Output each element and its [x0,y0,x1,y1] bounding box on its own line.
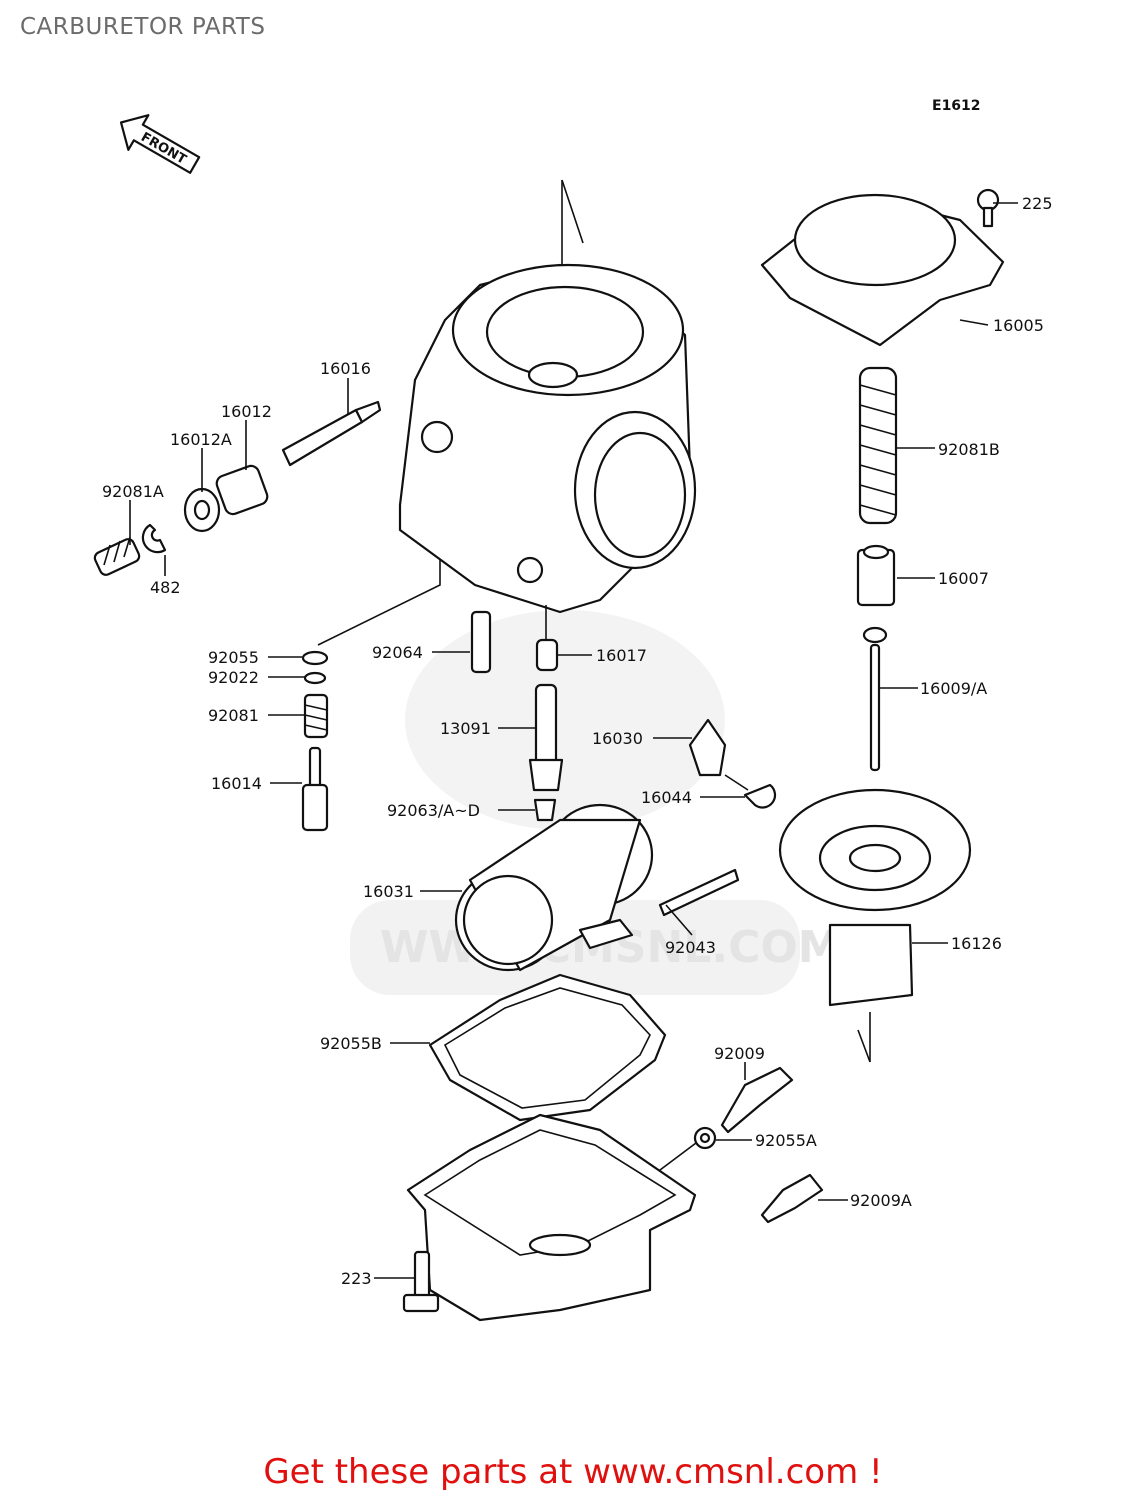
part-label-16005[interactable]: 16005 [993,316,1044,335]
page-title: CARBURETOR PARTS [20,14,266,40]
part-label-92055B[interactable]: 92055B [320,1034,382,1053]
part-label-92022[interactable]: 92022 [208,668,259,687]
top-cover [760,188,1005,347]
part-label-225[interactable]: 225 [1022,194,1053,213]
leader-lines [129,202,1018,1279]
part-label-16030[interactable]: 16030 [592,729,643,748]
front-arrow-icon: FRONT [119,114,201,174]
float-valve [688,718,777,809]
part-label-482[interactable]: 482 [150,578,181,597]
carburetor-body [398,179,697,614]
main-jet-assembly [470,605,564,822]
part-label-16044[interactable]: 16044 [641,788,692,807]
part-labels: 225 16005 16016 16012 16012A 92081A 9208… [102,194,1053,1288]
part-label-16012[interactable]: 16012 [221,402,272,421]
pilot-screw-assembly [93,400,382,576]
float-bowl-gasket [428,973,667,1122]
exploded-parts-diagram: WWW.CMSNL.COM FRONT [93,114,1053,1322]
needle-holder [856,544,896,772]
float [454,803,740,972]
part-label-92081[interactable]: 92081 [208,706,259,725]
idle-jet-assembly [301,560,441,832]
part-label-92009[interactable]: 92009 [714,1044,765,1063]
part-label-92081B[interactable]: 92081B [938,440,1000,459]
vacuum-slide [778,788,972,1063]
diagram-reference-code: E1612 [932,98,981,114]
drain-screws [402,1066,824,1313]
part-label-92081A[interactable]: 92081A [102,482,164,501]
part-label-16016[interactable]: 16016 [320,359,371,378]
part-label-92064[interactable]: 92064 [372,643,423,662]
footer-shop-link[interactable]: Get these parts at www.cmsnl.com ! [263,1452,883,1492]
part-label-16007[interactable]: 16007 [938,569,989,588]
part-label-92055[interactable]: 92055 [208,648,259,667]
part-label-92055A[interactable]: 92055A [755,1131,817,1150]
part-label-16126[interactable]: 16126 [951,934,1002,953]
part-label-16014[interactable]: 16014 [211,774,262,793]
part-label-16012A[interactable]: 16012A [170,430,232,449]
part-label-223[interactable]: 223 [341,1269,372,1288]
spring-92081B [858,366,898,525]
part-label-16017[interactable]: 16017 [596,646,647,665]
part-label-92043[interactable]: 92043 [665,938,716,957]
part-label-16009A[interactable]: 16009/A [920,679,987,698]
float-bowl [406,1113,701,1322]
part-label-92063AD[interactable]: 92063/A~D [387,801,480,820]
part-label-92009A[interactable]: 92009A [850,1191,912,1210]
part-label-16031[interactable]: 16031 [363,882,414,901]
part-label-13091[interactable]: 13091 [440,719,491,738]
